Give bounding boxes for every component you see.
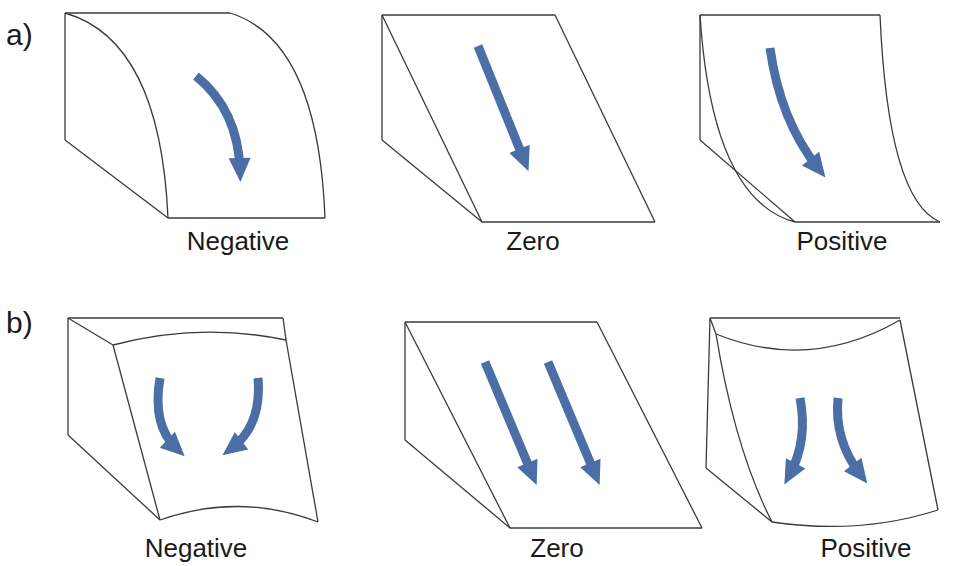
planar-slope: [382, 15, 655, 222]
planar-contour-slope: [405, 322, 702, 528]
curvature-label: Positive: [820, 535, 911, 561]
convex-contour-slope: [68, 318, 318, 522]
concave-slope: [700, 15, 940, 222]
concave-contour-slope: [706, 318, 938, 526]
curvature-label: Negative: [187, 228, 290, 254]
panel-letter: b): [6, 308, 33, 338]
curvature-label: Zero: [530, 535, 583, 561]
curvature-label: Positive: [796, 228, 887, 254]
curvature-label: Zero: [506, 228, 559, 254]
convex-slope: [65, 13, 325, 218]
panel-letter: a): [6, 20, 33, 50]
flow-arrows: [158, 46, 860, 474]
curvature-label: Negative: [145, 535, 248, 561]
